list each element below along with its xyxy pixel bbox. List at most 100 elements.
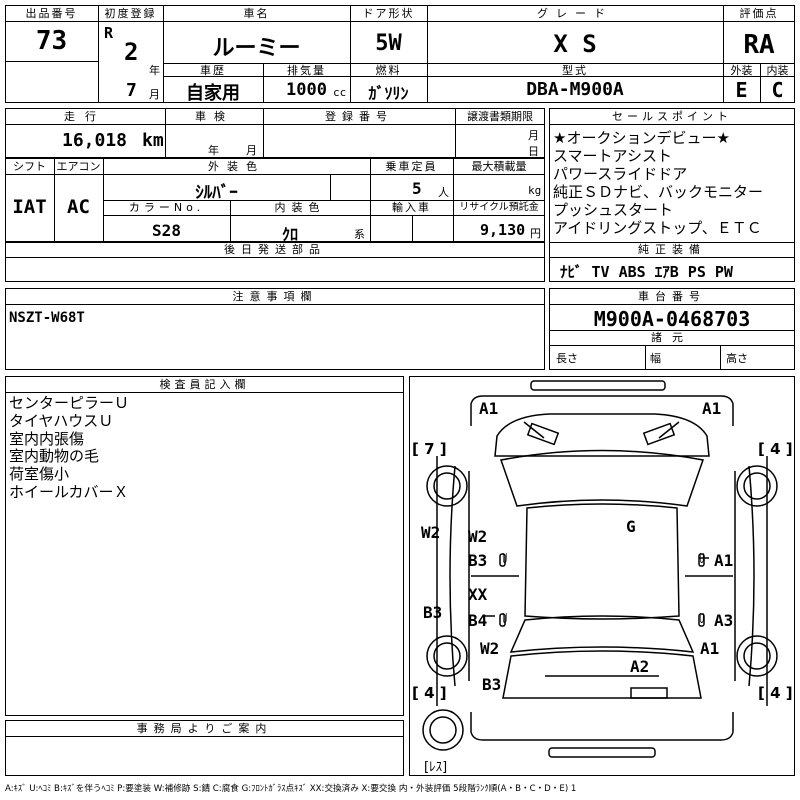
inspector-note-4: 室内動物の毛: [9, 447, 100, 465]
header-block: [5, 5, 795, 103]
sales-point-1: ★オークションデビュー★: [553, 129, 730, 147]
damage-b3-left-edge: B3: [423, 603, 443, 622]
inspector-label: 検査員記入欄: [159, 378, 250, 391]
score-label: 評価点: [739, 7, 779, 20]
capacity-unit: 人: [438, 186, 449, 199]
score: RA: [743, 30, 775, 60]
inspection-year-unit: 年: [208, 144, 219, 157]
mileage-unit: km: [142, 130, 164, 151]
grade-label: グレード: [537, 7, 613, 20]
inspector-note-1: センターピラーＵ: [9, 394, 130, 412]
height-label: 高さ: [726, 352, 748, 365]
model-code: DBA-M900A: [526, 79, 624, 100]
lot-number-label: 出品番号: [25, 7, 78, 20]
capacity-label: 乗車定員: [385, 160, 438, 173]
interior-grade: C: [771, 78, 784, 102]
chassis-block: [549, 288, 795, 370]
registration-year: 2: [124, 38, 139, 66]
transfer-day-unit: 日: [528, 145, 539, 158]
inspection-label: 車検: [195, 110, 233, 123]
color-number-label: カラーNo.: [128, 201, 205, 214]
shift: IAT: [12, 196, 47, 218]
damage-w2-left-front: W2: [468, 527, 488, 546]
recycle-fee: 9,130: [480, 221, 526, 239]
fuel-label: 燃料: [375, 64, 402, 77]
sales-point-6: アイドリングストップ、ＥＴＣ: [553, 219, 762, 237]
legend: A:ｷｽﾞ U:ﾍｺﾐ B:ｷｽﾞを伴うﾍｺﾐ P:要塗装 W:補修跡 S:錆 …: [5, 784, 577, 794]
aircon-label: エアコン: [56, 160, 101, 173]
sales-points-label: セールスポイント: [612, 110, 732, 123]
equipment-list: ﾅﾋﾞ TV ABS ｴｱB PS PW: [560, 263, 733, 281]
recycle-fee-label: リサイクル預託金: [459, 202, 539, 213]
damage-b4-left: B4: [468, 611, 488, 630]
sales-point-3: パワースライドドア: [553, 165, 688, 183]
door-type: 5W: [375, 31, 402, 56]
car-damage-diagram: [422, 380, 778, 758]
length-label: 長さ: [556, 352, 578, 365]
damage-a1-right-front: A1: [714, 551, 734, 570]
max-load-unit: kg: [528, 184, 542, 197]
grade: X S: [553, 30, 597, 58]
aircon: AC: [67, 196, 90, 218]
door-type-label: ドア形状: [362, 7, 415, 20]
inspector-note-2: タイヤハウスＵ: [9, 412, 114, 430]
fuel: ｶﾞｿﾘﾝ: [368, 84, 409, 103]
exterior-grade: E: [735, 78, 748, 102]
displacement-label: 排気量: [287, 64, 326, 77]
registration-year-unit: 年: [149, 64, 160, 77]
tire-rear-right: [ 4 ]: [758, 684, 793, 702]
tire-front-left: [ 7 ]: [412, 440, 447, 458]
later-parts-block: [5, 242, 545, 282]
exterior-color-label: 外装色: [208, 160, 265, 173]
width-label: 幅: [650, 352, 661, 365]
transfer-deadline-label: 譲渡書類期限: [467, 110, 533, 123]
inspector-note-5: 荷室傷小: [9, 465, 70, 483]
sales-point-4: 純正ＳＤナビ、バックモニター: [553, 183, 764, 201]
history-label: 車歴: [200, 64, 226, 77]
history: 自家用: [186, 83, 240, 104]
office-label: 事務局よりご案内: [136, 722, 273, 735]
equipment-label: 純正装備: [638, 243, 706, 256]
inspector-block: [5, 376, 404, 716]
registration-month-unit: 月: [149, 88, 160, 101]
later-parts-label: 後日発送部品: [224, 243, 326, 256]
damage-xx-left: XX: [468, 585, 488, 604]
exterior-color: ｼﾙﾊﾞｰ: [195, 183, 238, 203]
interior-color-label: 内装色: [274, 201, 326, 214]
damage-g-roof: G: [626, 517, 636, 536]
damage-a2-rear: A2: [630, 657, 650, 676]
sales-points-block: [549, 108, 795, 282]
notes-text: NSZT-W68T: [9, 310, 85, 326]
tire-front-right: [ 4 ]: [758, 440, 793, 458]
displacement: 1000: [286, 80, 327, 100]
chassis-number-label: 車台番号: [638, 290, 706, 303]
tire-rear-left: [ 4 ]: [412, 684, 447, 702]
damage-w2-left-rear: W2: [480, 639, 500, 658]
mileage-block: [5, 108, 545, 158]
spec-label: 諸元: [651, 331, 693, 344]
office-block: [5, 720, 404, 776]
first-registration-label: 初度登録: [104, 7, 157, 20]
sales-point-2: スマートアシスト: [553, 147, 672, 165]
model-code-label: 型式: [562, 64, 588, 77]
interior-grade-label: 内装: [766, 64, 789, 77]
import-label: 輸入車: [392, 201, 431, 214]
mileage: 16,018: [62, 130, 128, 151]
damage-b3-left-front: B3: [468, 551, 488, 570]
tire-spare: [ﾚｽ]: [424, 760, 448, 775]
damage-w2-left-edge: W2: [421, 523, 441, 542]
displacement-unit: cc: [333, 86, 347, 99]
registration-number-label: 登録番号: [325, 110, 393, 123]
color-number: S28: [152, 221, 181, 240]
damage-a1-right-rear: A1: [700, 639, 720, 658]
lot-number: 73: [35, 26, 68, 56]
inspector-note-3: 室内内張傷: [9, 430, 85, 448]
interior-color-unit: 系: [354, 228, 365, 241]
pillar-dent-right-front: U: [699, 552, 705, 567]
interior-color: ｸﾛ: [281, 225, 298, 244]
car-name: ルーミー: [212, 36, 301, 61]
damage-a3-right: A3: [714, 611, 734, 630]
inspector-note-6: ホイールカバーＸ: [9, 483, 129, 501]
diagram-frame: [409, 376, 795, 776]
car-name-label: 車名: [243, 7, 270, 20]
